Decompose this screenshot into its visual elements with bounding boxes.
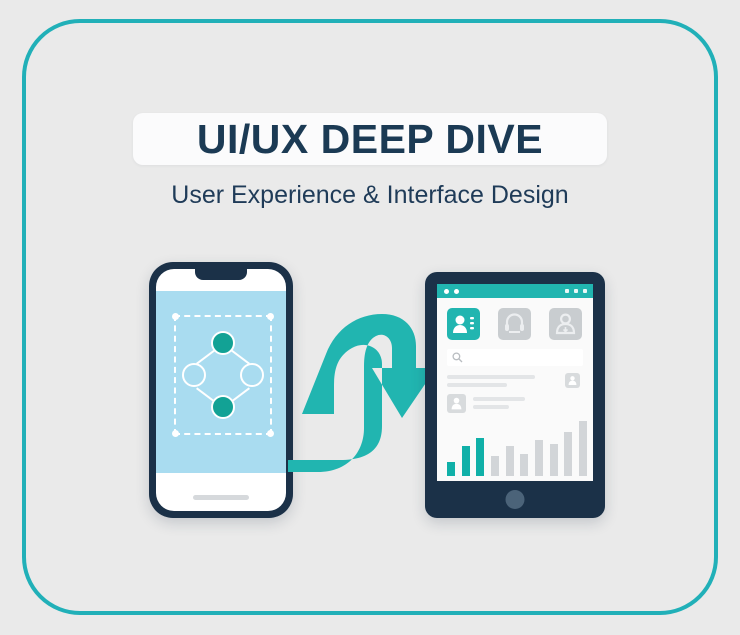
tile-headset-user[interactable] [498,308,531,340]
content-line [473,397,525,401]
bar-chart-bar [461,446,470,476]
row-avatar-left[interactable] [447,394,466,413]
bar-chart [447,418,587,476]
phone-notch [195,269,247,280]
bar-chart-bar [491,456,499,476]
topbar-mark-3[interactable] [583,289,587,293]
topbar-mark-2[interactable] [574,289,578,293]
page-subtitle: User Experience & Interface Design [171,181,569,209]
tile-user-card[interactable] [447,308,480,340]
tablet-window-topbar [437,284,593,298]
bar-chart-bar [579,421,587,476]
user-card-icon [453,315,474,333]
flow-arrow [278,292,443,472]
selection-handle-bottom-right[interactable] [267,430,274,437]
selection-handle-top-right[interactable] [267,313,274,320]
tablet-screen [437,284,593,481]
person-badge-icon [555,313,576,335]
flow-arrow-svg [288,314,436,472]
phone-device [149,262,293,518]
tablet-device [425,272,605,518]
row-avatar-right[interactable] [565,373,580,388]
bar-chart-bar [549,444,558,476]
selection-handle-top-left[interactable] [172,313,179,320]
tablet-home-button[interactable] [505,490,525,509]
wireframe-node-top[interactable] [211,331,235,355]
topbar-dot-2[interactable] [454,289,459,294]
title-badge-background [133,113,607,165]
avatar-icon [568,376,577,385]
content-line [447,383,507,387]
wireframe-node-right[interactable] [240,363,264,387]
bar-chart-bar [535,440,543,476]
avatar-icon [451,397,462,410]
topbar-dot-1[interactable] [444,289,449,294]
headset-user-icon [505,313,524,333]
search-icon [452,352,463,363]
bar-chart-bar [564,432,573,476]
phone-wireframe-canvas [156,291,286,473]
page-title: UI/UX DEEP DIVE [196,116,544,162]
bar-chart-bar [476,438,485,476]
phone-screen [156,269,286,511]
content-line [473,405,509,409]
topbar-mark-1[interactable] [565,289,569,293]
bar-chart-bar [520,454,529,476]
wireframe-node-bottom[interactable] [211,395,235,419]
bar-chart-bar [447,462,455,476]
selection-handle-bottom-left[interactable] [172,430,179,437]
bar-chart-bar [505,446,514,476]
wireframe-node-left[interactable] [182,363,206,387]
content-line [447,375,535,379]
phone-home-indicator [193,495,249,500]
search-input[interactable] [447,349,583,366]
selection-box [172,313,274,437]
tile-person-badge[interactable] [549,308,582,340]
